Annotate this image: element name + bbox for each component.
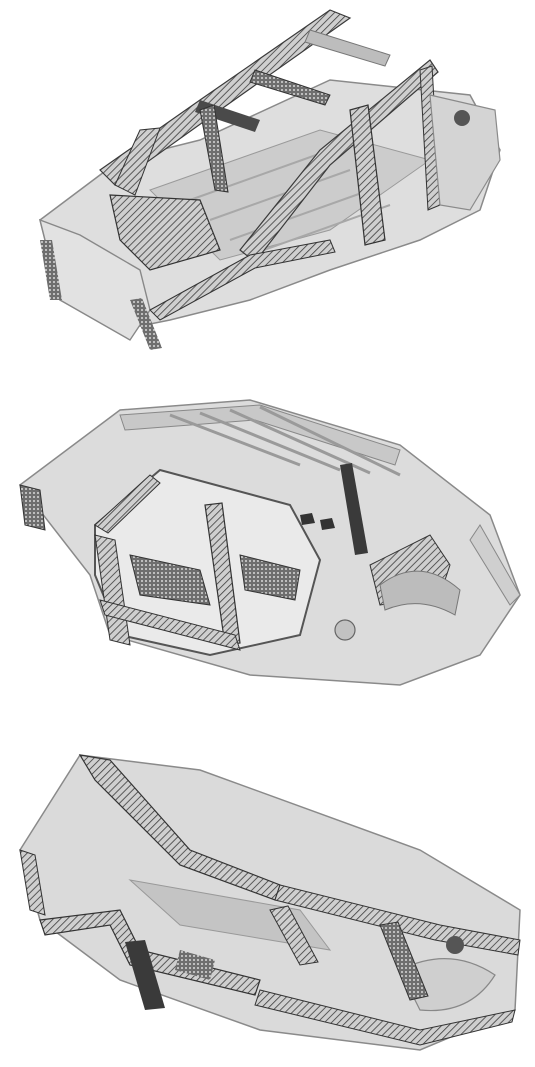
front-crossmember: [19, 484, 46, 531]
rear-crossmember: [379, 921, 429, 1001]
roof-frame: [119, 404, 401, 466]
front-crossmember: [130, 298, 162, 350]
rear-wheelhouse: [379, 570, 461, 616]
front-three-quarter-view: [0, 0, 535, 360]
b-pillar: [204, 502, 241, 646]
a-pillar: [114, 127, 161, 196]
side-three-quarter-svg: [18, 399, 521, 686]
floor-crossmember: [269, 905, 319, 966]
b-pillar-right: [349, 104, 386, 246]
spare-wheel-well: [399, 958, 496, 1012]
rear-quarter-panel: [429, 94, 501, 211]
rear-spring-seat: [446, 936, 464, 954]
underbody-view: [0, 710, 535, 1067]
c-pillar: [340, 463, 368, 555]
floor-reinforcement: [239, 554, 301, 601]
rear-spring-tower: [334, 619, 356, 641]
side-three-quarter-view: [0, 355, 535, 710]
front-crossmember: [125, 940, 165, 1010]
floor-ribs: [189, 149, 391, 256]
floor-tunnel: [128, 879, 332, 951]
underbody-svg: [19, 754, 521, 1051]
seat-crossmember: [129, 554, 211, 606]
b-pillar-left: [199, 104, 229, 193]
roof-bows: [169, 405, 401, 477]
dash-panel: [109, 194, 221, 271]
rear-wheel-arch: [454, 110, 470, 126]
rocker-sill: [149, 239, 336, 321]
front-bumper-beam: [19, 849, 46, 916]
a-pillar: [94, 474, 161, 534]
rocker-sill: [99, 599, 241, 651]
front-three-quarter-svg: [38, 9, 501, 350]
roof-bow-mid: [249, 69, 331, 106]
seat-mount-pad: [175, 950, 215, 980]
rear-bumper-beam: [469, 524, 521, 606]
front-bumper-beam: [40, 240, 62, 300]
roof-bow-rear: [304, 29, 391, 67]
rocker-sill-right: [254, 989, 516, 1046]
